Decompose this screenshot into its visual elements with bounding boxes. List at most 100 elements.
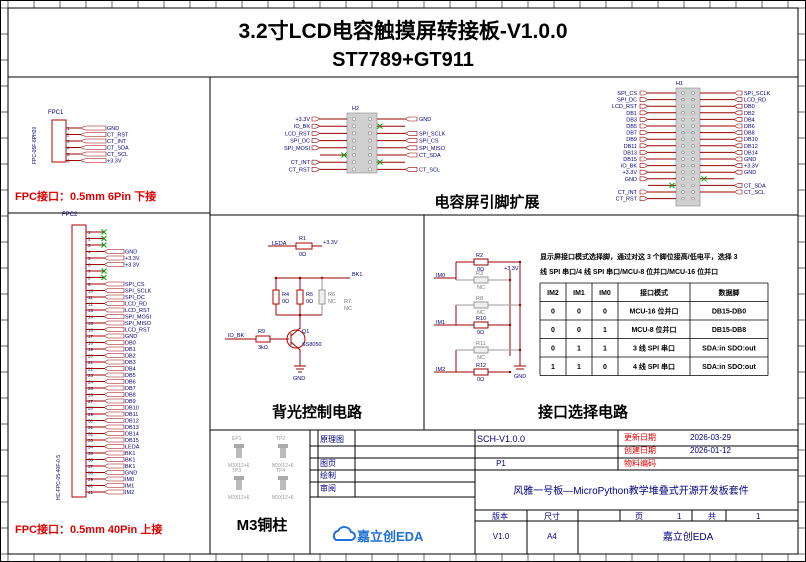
iface-resistor bbox=[473, 321, 489, 329]
standoff-head bbox=[278, 476, 288, 480]
fpc2-body bbox=[71, 224, 87, 498]
fpc2-net-label: GND bbox=[125, 250, 137, 256]
h1-pad bbox=[681, 124, 685, 128]
touch-section-title: 电容屏引脚扩展 bbox=[434, 193, 539, 211]
iface-net-label: IM1 bbox=[436, 320, 445, 326]
standoff-part: M3X12+6 bbox=[228, 463, 250, 469]
r6-ref: R6 bbox=[328, 292, 335, 298]
h2-pad bbox=[368, 138, 372, 143]
h1-pad bbox=[681, 196, 685, 201]
h2-left-label: SPI_MOSI bbox=[284, 146, 310, 152]
table-cell: 1 bbox=[551, 364, 555, 371]
table-cell: DB15-DB0 bbox=[712, 309, 746, 316]
iface-resistor-ref: R11 bbox=[476, 341, 486, 347]
backlight-section-title: 背光控制电路 bbox=[272, 403, 363, 421]
fpc2-net-label: +3.3V bbox=[125, 263, 140, 269]
fpc2-net-flag bbox=[103, 398, 125, 404]
fpc2-net-label: IM1 bbox=[125, 484, 134, 490]
standoff-ref: TP3 bbox=[232, 468, 241, 474]
table-header: 数据脚 bbox=[719, 288, 740, 297]
table-cell: 1 bbox=[577, 346, 581, 353]
h1-net-flag bbox=[733, 130, 743, 135]
standoff-part: M3X12+6 bbox=[228, 495, 250, 501]
iface-net-label: IM2 bbox=[436, 367, 445, 373]
fpc1-net-flag bbox=[79, 125, 107, 131]
iface-resistor-value: 0Ω bbox=[477, 267, 484, 273]
h2-right-label: SPI_MISO bbox=[419, 146, 446, 152]
fpc2-net-flag bbox=[103, 294, 125, 300]
tb-company: 嘉立创EDA bbox=[663, 530, 714, 543]
iface-resistor bbox=[473, 276, 489, 284]
h1-net-flag bbox=[639, 90, 649, 96]
fpc1-net-flag bbox=[79, 132, 107, 137]
table-cell: DB15-DB8 bbox=[712, 327, 746, 334]
h1-pad bbox=[691, 117, 695, 122]
h1-pad bbox=[691, 177, 695, 181]
tb-page-no: 1 bbox=[677, 512, 682, 521]
fpc2-net-flag bbox=[103, 450, 125, 456]
tb-label-drawn: 绘制 bbox=[320, 470, 336, 480]
fpc2-net-label: DB14 bbox=[125, 432, 139, 438]
table-header: 接口模式 bbox=[640, 288, 668, 297]
iface-resistor bbox=[473, 301, 489, 309]
h2-net-flag bbox=[311, 131, 321, 136]
h1-net-flag bbox=[639, 176, 649, 182]
tb-size-label: 尺寸 bbox=[544, 511, 560, 521]
fpc2-net-flag bbox=[103, 418, 125, 423]
standoff-body bbox=[236, 480, 242, 490]
r9-value: 3kΩ bbox=[258, 345, 268, 351]
standoff-ref: TP4 bbox=[276, 468, 285, 474]
iface-junction bbox=[518, 303, 522, 307]
fpc1-net-label: CT_SDA bbox=[107, 146, 129, 152]
fpc2-net-label: DB9 bbox=[125, 399, 136, 405]
h1-net-flag bbox=[639, 97, 649, 102]
fpc2-net-flag bbox=[103, 470, 125, 475]
fpc1-net-label: GND bbox=[107, 126, 119, 132]
table-cell: 1 bbox=[603, 346, 607, 353]
fpc2-net-label: SPI_DC bbox=[125, 295, 145, 301]
h1-pad bbox=[691, 196, 695, 201]
h2-left-label: CT_RST bbox=[289, 167, 311, 173]
r7-ref: R7 bbox=[344, 299, 351, 305]
h2-pad bbox=[352, 167, 356, 172]
fpc2-net-flag bbox=[103, 431, 125, 436]
tb-total-label: 共 bbox=[708, 512, 716, 521]
r1-ref: R1 bbox=[299, 236, 306, 242]
backlight-vcc: +3.3V bbox=[323, 240, 338, 246]
h1-net-flag bbox=[639, 163, 649, 168]
standoff-ref: TP2 bbox=[276, 436, 285, 442]
h1-pad bbox=[681, 104, 685, 108]
q1-transistor bbox=[286, 329, 306, 349]
h2-pad bbox=[352, 160, 356, 165]
tb-version-label: 版本 bbox=[492, 511, 508, 521]
table-cell: 0 bbox=[577, 309, 581, 316]
h1-left-label: +3.3V bbox=[622, 170, 637, 176]
interface-desc-2: 线 SPI 串口/4 线 SPI 串口/MCU-8 位并口/MCU-16 位并口 bbox=[540, 267, 718, 276]
h2-pad bbox=[352, 131, 356, 136]
h1-net-flag bbox=[639, 117, 649, 122]
h2-pad bbox=[352, 124, 356, 129]
h2-pad bbox=[368, 145, 372, 150]
fpc1-net-label: +3.3V bbox=[107, 159, 122, 165]
h2-net-flag bbox=[311, 138, 321, 143]
h2-pad bbox=[352, 117, 356, 121]
tb-project: 风雅一号板—MicroPython教学堆叠式开源开发板套件 bbox=[513, 484, 749, 497]
fpc1-net-flag bbox=[79, 145, 107, 150]
fpc2-net-label: DB8 bbox=[125, 393, 136, 399]
h1-pad bbox=[691, 150, 695, 155]
r6-value: NC bbox=[328, 299, 336, 305]
cloud-icon bbox=[332, 526, 356, 541]
h1-left-label: DB15 bbox=[623, 157, 637, 163]
tb-sch-name: SCH-V1.0.0 bbox=[477, 434, 525, 444]
title-block: 原理图 图页 绘制 审阅 SCH-V1.0.0 P1 更新日期 2026-03-… bbox=[309, 430, 798, 554]
fpc2-net-flag bbox=[103, 353, 125, 358]
standoff-section-title: M3铜柱 bbox=[237, 516, 288, 534]
fpc2-net-label: DB7 bbox=[125, 386, 136, 392]
fpc2-net-label: DB0 bbox=[125, 341, 136, 347]
table-cell: SDA:in SDO:out bbox=[702, 346, 756, 353]
